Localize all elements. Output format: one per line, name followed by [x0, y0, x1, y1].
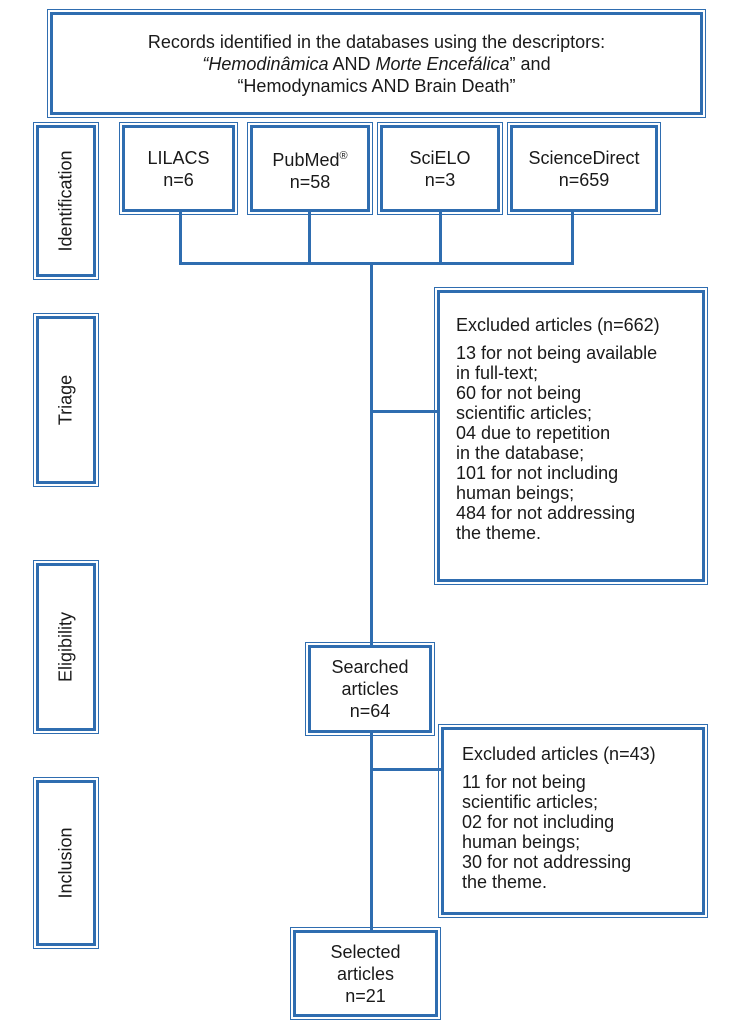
- excluded1-line: scientific articles;: [456, 403, 593, 423]
- connector-lilacs-down: [179, 210, 182, 264]
- excluded2-line: scientific articles;: [462, 792, 599, 812]
- excluded2-line: the theme.: [462, 872, 548, 892]
- header-term-morte-encefalica: Morte Encefálica: [375, 53, 510, 74]
- database-name-lilacs: LILACS: [147, 147, 210, 168]
- excluded1-title: Excluded articles (n=662): [456, 315, 660, 335]
- registered-mark: ®: [339, 149, 348, 162]
- header-term-hemodinamica: “Hemodinâmica: [202, 53, 329, 74]
- excluded1-line: 04 due to repetition: [456, 423, 611, 443]
- connector-main-vertical: [370, 262, 373, 647]
- database-name-pubmed-text: PubMed: [272, 149, 340, 170]
- stage-triage: Triage: [33, 313, 99, 487]
- excluded-articles-box-2: Excluded articles (n=43) 11 for not bein…: [438, 724, 708, 918]
- stage-triage-label: Triage: [55, 374, 76, 426]
- connector-scielo-down: [439, 210, 442, 264]
- database-name-sciencedirect: ScienceDirect: [528, 147, 640, 168]
- stage-inclusion-label: Inclusion: [55, 827, 76, 899]
- records-identified-box: Records identified in the databases usin…: [47, 9, 706, 118]
- database-count-pubmed: n=58: [289, 171, 331, 192]
- stage-identification: Identification: [33, 122, 99, 280]
- connector-searched-to-selected: [370, 732, 373, 932]
- stage-inclusion: Inclusion: [33, 777, 99, 949]
- database-count-lilacs: n=6: [163, 169, 194, 190]
- excluded-articles-box-1: Excluded articles (n=662) 13 for not bei…: [434, 287, 708, 585]
- database-name-scielo: SciELO: [409, 147, 471, 168]
- excluded1-line: in the database;: [456, 443, 585, 463]
- header-line-2: “Hemodinâmica AND Morte Encefálica” and: [202, 53, 550, 75]
- header-and: AND: [328, 53, 376, 74]
- header-line-1: Records identified in the databases usin…: [147, 31, 606, 52]
- excluded1-line: 101 for not including: [456, 463, 619, 483]
- searched-count: n=64: [349, 701, 391, 721]
- excluded1-line: 484 for not addressing: [456, 503, 636, 523]
- connector-to-excluded2: [370, 768, 442, 771]
- excluded2-line: 02 for not including: [462, 812, 615, 832]
- excluded2-line: 30 for not addressing: [462, 852, 632, 872]
- database-count-scielo: n=3: [424, 169, 456, 190]
- stage-eligibility-label: Eligibility: [55, 611, 76, 683]
- stage-identification-label: Identification: [55, 150, 76, 252]
- excluded1-line: in full-text;: [456, 363, 539, 383]
- excluded1-line: human beings;: [456, 483, 575, 503]
- excluded1-line: 60 for not being: [456, 383, 582, 403]
- excluded2-line: human beings;: [462, 832, 581, 852]
- stage-eligibility: Eligibility: [33, 560, 99, 734]
- header-and-end: ” and: [509, 53, 551, 74]
- database-name-pubmed: PubMed®: [272, 145, 347, 171]
- connector-databases-horizontal: [179, 262, 574, 265]
- header-line-3: “Hemodynamics AND Brain Death”: [237, 75, 516, 96]
- searched-articles-box: Searched articles n=64: [305, 642, 435, 736]
- excluded1-line: the theme.: [456, 523, 542, 543]
- database-box-lilacs: LILACS n=6: [119, 122, 238, 215]
- excluded1-line: 13 for not being available: [456, 343, 658, 363]
- connector-to-excluded1: [370, 410, 440, 413]
- excluded2-line: 11 for not being: [462, 772, 586, 792]
- connector-pubmed-down: [308, 210, 311, 264]
- selected-articles-box: Selected articles n=21: [290, 927, 441, 1020]
- selected-line-2: articles: [336, 963, 394, 984]
- connector-sciencedirect-down: [571, 210, 574, 264]
- selected-count: n=21: [345, 985, 386, 1006]
- database-box-sciencedirect: ScienceDirect n=659: [507, 122, 661, 215]
- searched-line-2: articles: [341, 679, 399, 699]
- searched-line-1: Searched: [331, 657, 409, 677]
- excluded2-title: Excluded articles (n=43): [462, 744, 656, 764]
- selected-line-1: Selected: [330, 941, 401, 962]
- database-box-pubmed: PubMed® n=58: [247, 122, 373, 215]
- database-count-sciencedirect: n=659: [558, 169, 610, 190]
- database-box-scielo: SciELO n=3: [377, 122, 503, 215]
